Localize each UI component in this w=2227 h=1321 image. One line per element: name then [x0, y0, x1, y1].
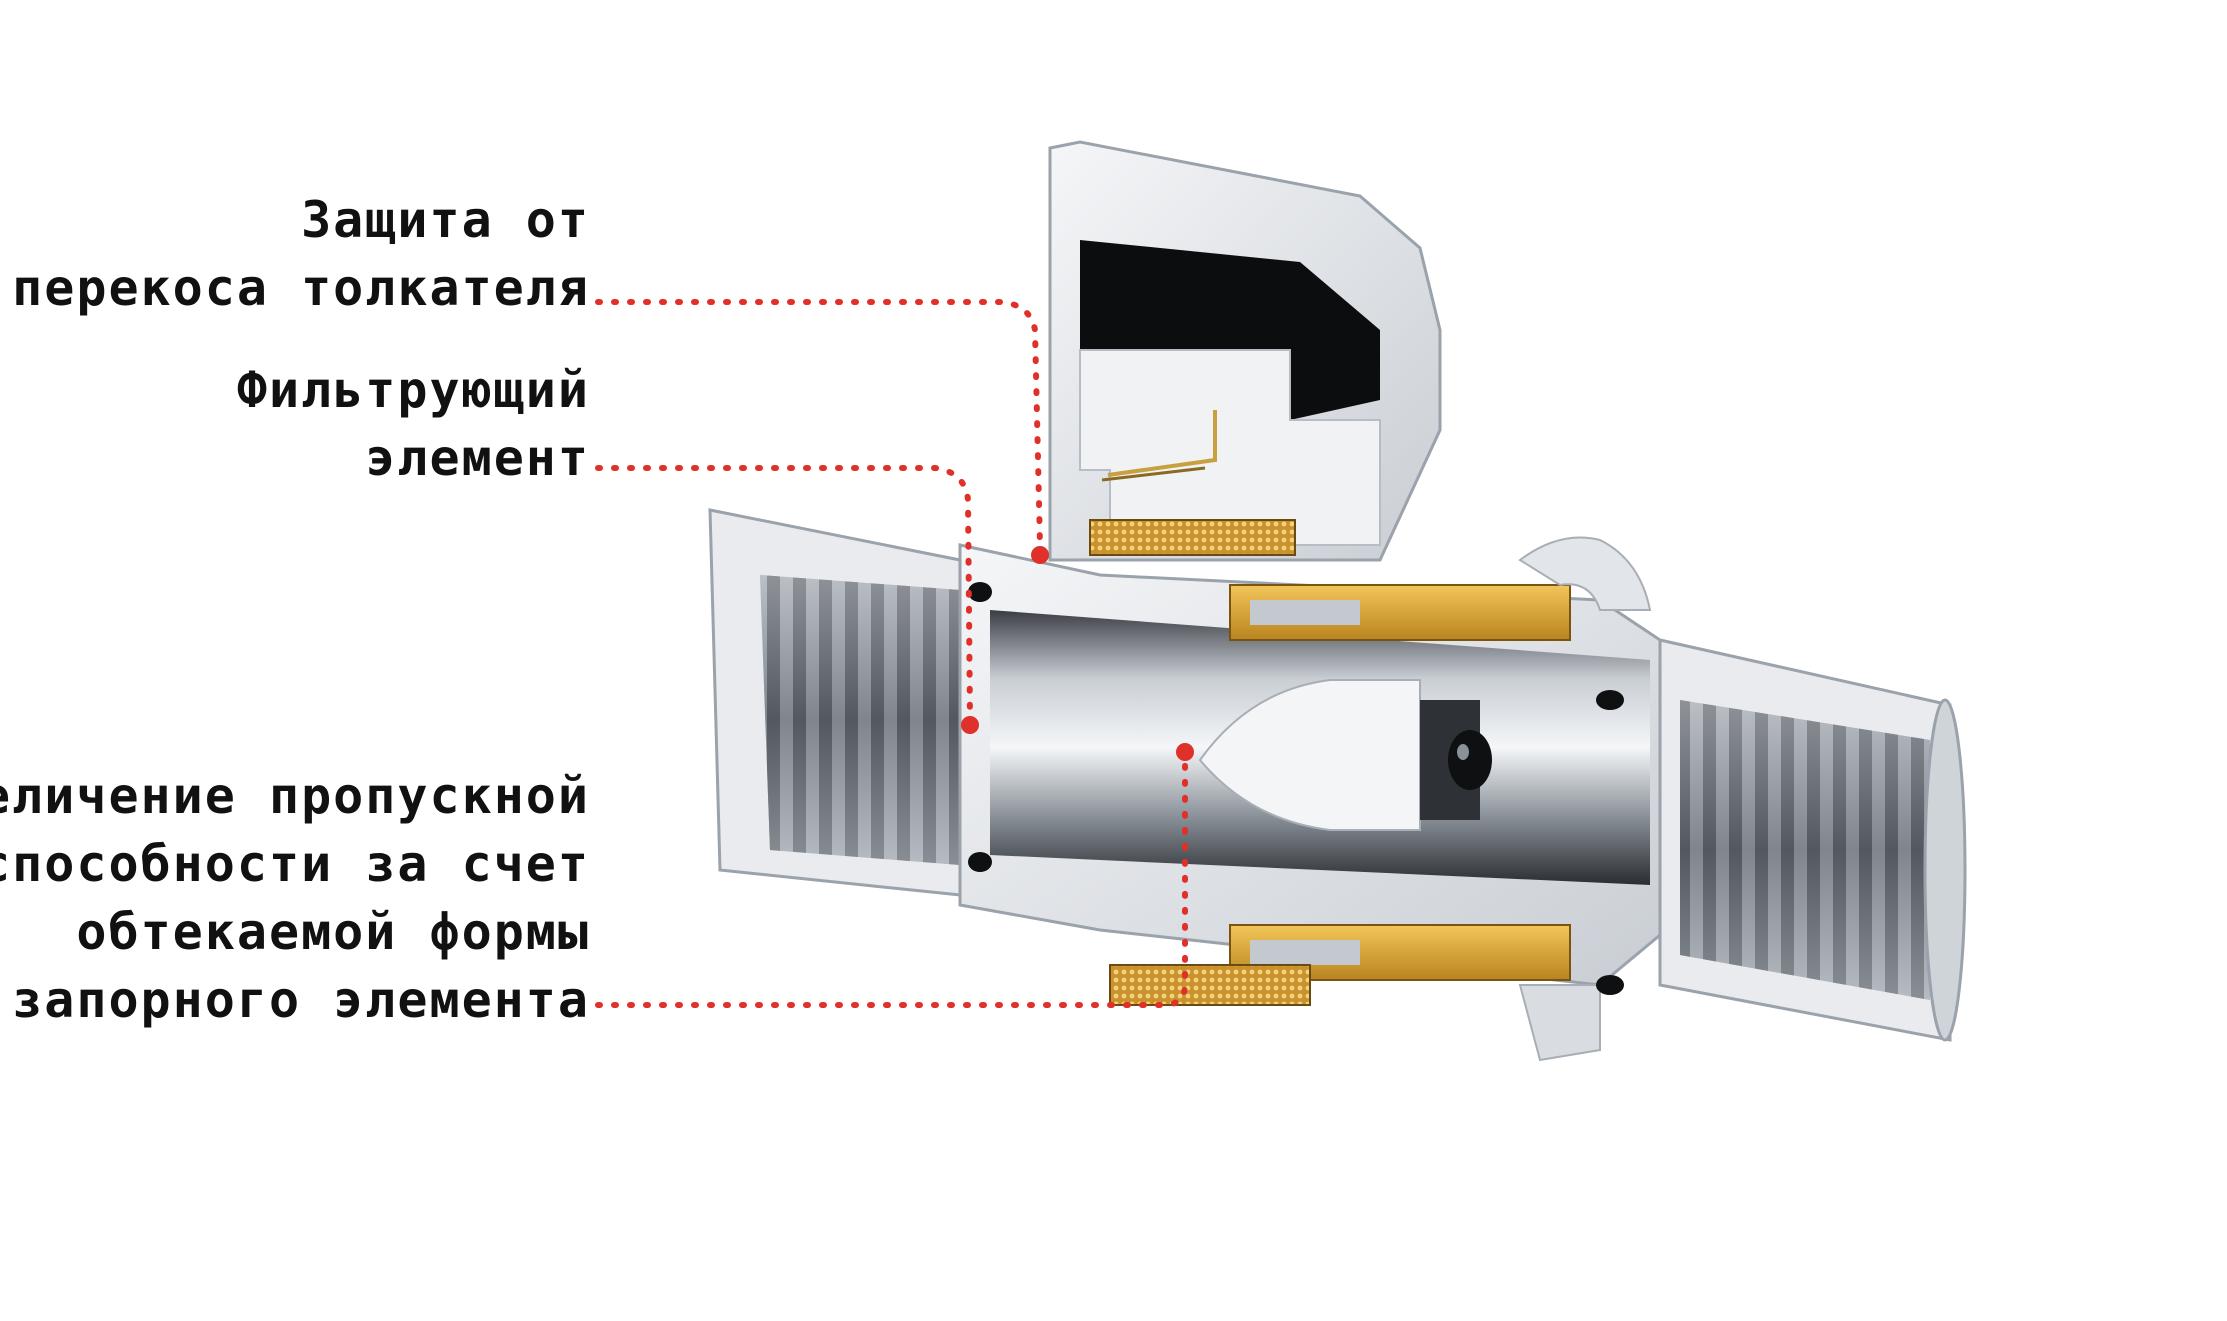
valve-handle — [1048, 140, 1442, 562]
callout-line: элемент — [365, 429, 590, 487]
closing-element — [1198, 679, 1492, 831]
o-ring-seals — [968, 582, 1624, 995]
callout-line: Защита от — [301, 191, 590, 249]
leader-dot-pusher — [1031, 546, 1049, 564]
callout-line: обтекаемой формы — [76, 903, 590, 961]
leader-dots — [961, 546, 1194, 761]
callout-line: перекоса толкателя — [12, 259, 590, 317]
callout-flow-capacity: Увеличение пропускной способности за сче… — [0, 762, 590, 1034]
leader-line-filter — [595, 465, 973, 723]
callout-line: запорного элемента — [12, 971, 590, 1029]
leader-line-pusher — [595, 299, 1043, 548]
callout-line: способности за счет — [0, 835, 590, 893]
right-threaded-outlet — [1658, 638, 1967, 1042]
callout-line: Увеличение пропускной — [0, 767, 590, 825]
left-threaded-inlet — [708, 508, 990, 897]
leader-dot-filter — [961, 716, 979, 734]
callout-pusher-protection: Защита от перекоса толкателя — [12, 186, 590, 322]
callout-line: Фильтрующий — [236, 361, 590, 419]
leader-lines — [595, 299, 1188, 1008]
leader-dot-closing — [1176, 743, 1194, 761]
union-nut — [1518, 536, 1652, 1062]
callout-filter-element: Фильтрующий элемент — [237, 356, 590, 492]
